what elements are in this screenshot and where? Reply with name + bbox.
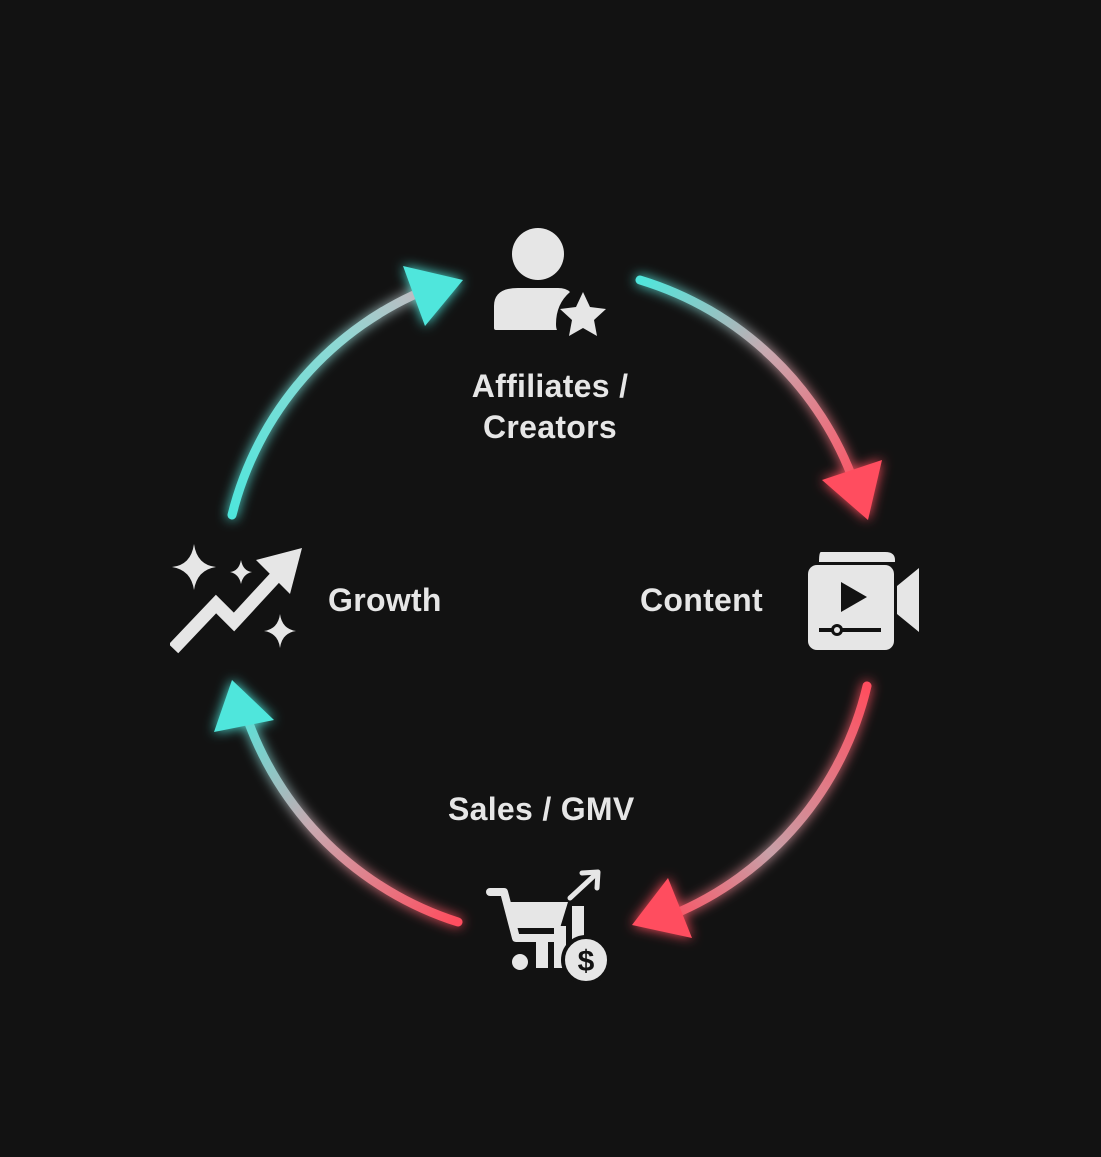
user-star-icon: [494, 228, 606, 336]
arrow-sales-to-growth: [214, 680, 463, 927]
cart-dollar-chart-icon: $: [486, 869, 611, 984]
affiliates-label: Affiliates / Creators: [440, 366, 660, 448]
arrow-affiliates-to-content: [635, 275, 882, 520]
arrow-growth-to-affiliates: [227, 266, 463, 520]
trend-up-sparkle-icon: [170, 544, 302, 654]
arrow-content-to-sales: [632, 681, 872, 938]
affiliates-label-line2: Creators: [482, 409, 617, 445]
growth-label: Growth: [328, 582, 442, 618]
video-camera-icon: [808, 552, 919, 650]
content-label: Content: [640, 582, 763, 618]
svg-text:$: $: [578, 945, 595, 978]
sales-label: Sales / GMV: [448, 791, 635, 827]
affiliates-label-line1: Affiliates /: [471, 368, 629, 404]
